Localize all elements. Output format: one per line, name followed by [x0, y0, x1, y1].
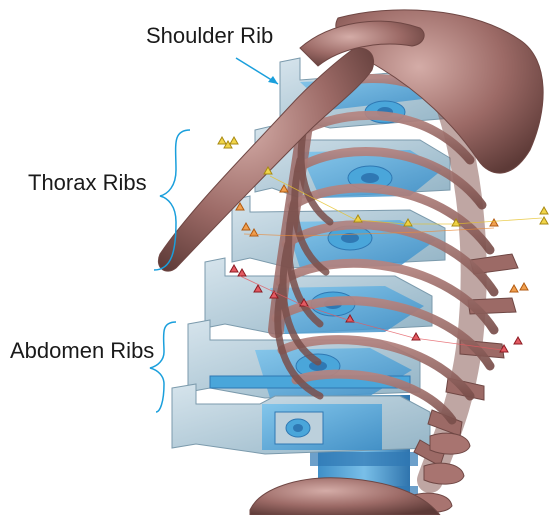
- shoulder-arrow-icon: [236, 58, 278, 84]
- thorax-ribs-label: Thorax Ribs: [28, 172, 147, 194]
- dummy-abdomen-plate-2: [172, 376, 430, 454]
- pelvis: [250, 478, 440, 515]
- shoulder-rib-label: Shoulder Rib: [146, 25, 273, 47]
- abdomen-ribs-label: Abdomen Ribs: [10, 340, 154, 362]
